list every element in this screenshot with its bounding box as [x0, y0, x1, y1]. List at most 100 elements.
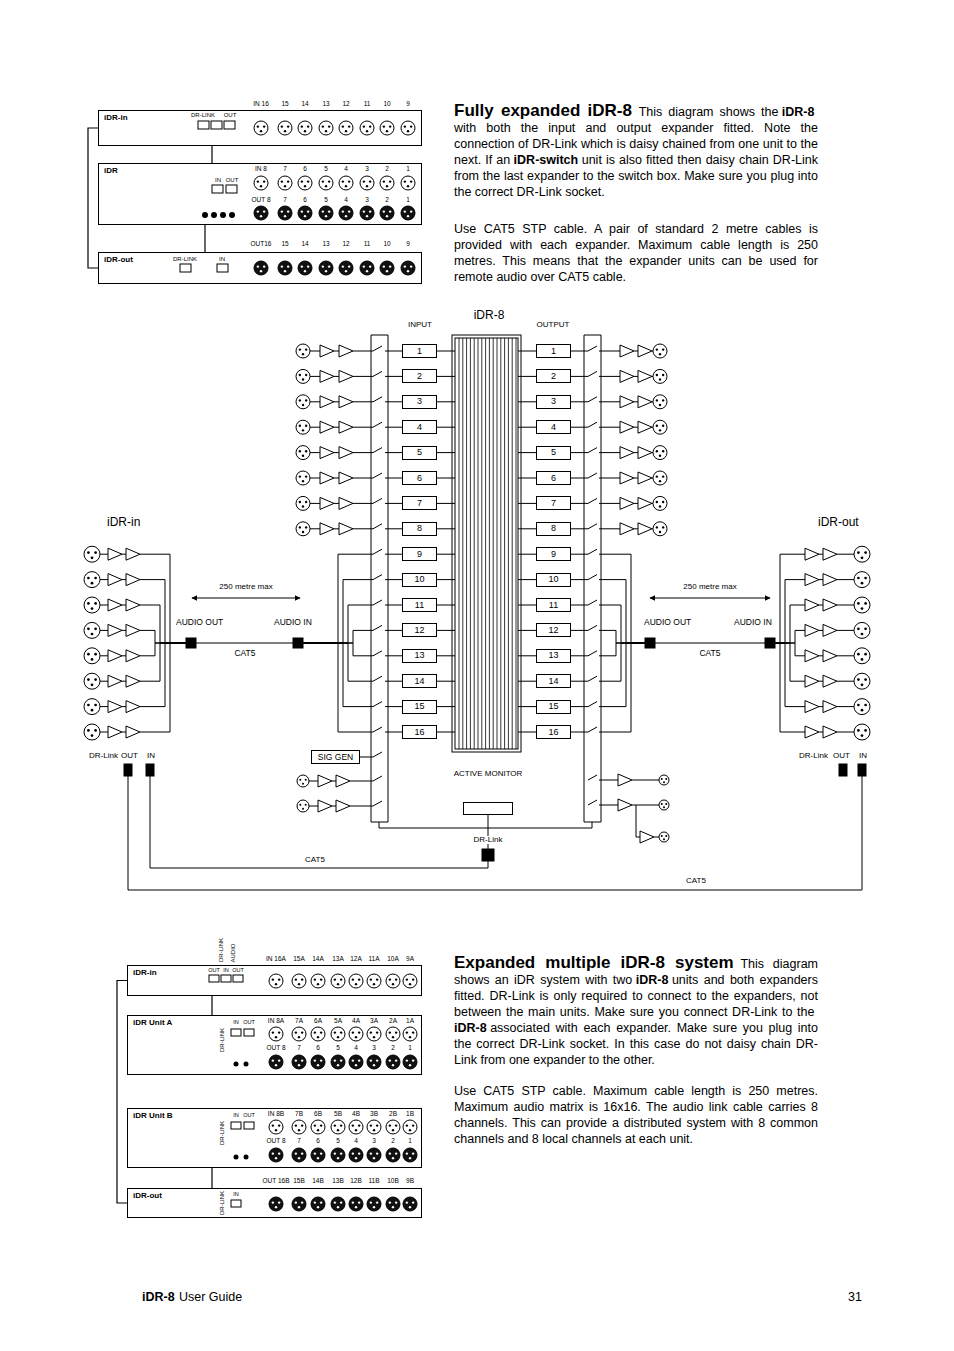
xlr-pin — [304, 215, 306, 217]
wire — [819, 732, 823, 733]
xlr-pin — [342, 265, 344, 267]
channel-number: 5A — [334, 1018, 342, 1025]
channel-number: OUT16 — [251, 241, 272, 248]
xlr-pin — [340, 1124, 342, 1126]
socket — [212, 185, 223, 193]
xlr-pin — [662, 450, 664, 452]
xlr-pin — [275, 983, 277, 985]
xlr-pin — [301, 265, 303, 267]
channel-number: 7 — [283, 166, 287, 173]
xlr-pin — [358, 1152, 360, 1154]
socket — [645, 638, 655, 648]
channel-box: 14 — [402, 674, 437, 688]
xlr-pin — [320, 1201, 322, 1203]
label: AUDIO OUT — [176, 618, 223, 627]
xlr-pin — [94, 678, 97, 681]
xlr-pin — [861, 683, 864, 686]
wire — [385, 554, 402, 555]
channel-box: 16 — [402, 725, 437, 739]
node-label: 8 — [551, 524, 556, 533]
xlr-pin — [298, 1129, 300, 1131]
switch — [588, 422, 597, 427]
switch — [588, 397, 597, 402]
amplifier-triangle — [638, 396, 652, 408]
xlr-pin — [301, 1201, 303, 1203]
node-label: 6 — [417, 474, 422, 483]
channel-box: 16 — [536, 725, 571, 739]
xlr-pin — [864, 653, 867, 656]
channel-number: 4 — [344, 197, 348, 204]
xlr-pin — [656, 348, 658, 350]
wire — [775, 630, 805, 643]
rack-unit: iDR-in — [98, 110, 422, 146]
channel-number: 4B — [352, 1111, 360, 1118]
amplifier-triangle — [126, 726, 140, 738]
matrix-line — [470, 338, 471, 749]
xlr-pin — [857, 577, 860, 580]
node-label: iDR Unit A — [133, 1019, 172, 1027]
wire — [353, 503, 373, 504]
xlr-pin — [334, 1059, 336, 1061]
matrix-output — [518, 706, 536, 707]
body-text: iDR-8 — [782, 105, 815, 119]
xlr-pin — [383, 265, 385, 267]
channel-number: OUT 16B — [263, 1178, 290, 1185]
wire — [100, 605, 108, 606]
xlr-pin — [395, 978, 397, 980]
xlr-socket — [854, 546, 870, 562]
footer-text: User Guide — [179, 1291, 242, 1304]
xlr-pin — [94, 704, 97, 707]
xlr-pin — [278, 978, 280, 980]
node-label: 9 — [551, 550, 556, 559]
label: IN — [147, 752, 155, 760]
xlr-pin — [366, 185, 368, 187]
xlr-socket — [854, 673, 870, 689]
wire — [385, 681, 402, 682]
channel-number: OUT 8 — [266, 1138, 285, 1145]
xlr-pin — [383, 125, 385, 127]
matrix-input — [437, 351, 455, 352]
xlr-pin — [363, 180, 365, 182]
label: DR-LINK — [219, 1028, 225, 1052]
xlr-pin — [352, 1201, 354, 1203]
wire — [385, 605, 402, 606]
xlr-socket — [653, 446, 667, 460]
monitor-bus — [379, 822, 592, 828]
xlr-pin — [317, 1064, 319, 1066]
xlr-pin — [284, 215, 286, 217]
xlr-pin — [299, 501, 301, 503]
channel-box: 6 — [536, 471, 571, 485]
wire — [385, 452, 402, 453]
amplifier-triangle — [620, 370, 634, 382]
xlr-pin — [348, 210, 350, 212]
wire — [819, 554, 823, 555]
channel-number: 5 — [336, 1138, 340, 1145]
label: OUT — [833, 752, 850, 760]
wire — [385, 401, 402, 402]
xlr-pin — [87, 602, 90, 605]
xlr-socket — [360, 261, 374, 275]
wire — [353, 427, 373, 428]
xlr-pin — [340, 1152, 342, 1154]
xlr-socket — [653, 471, 667, 485]
socket — [231, 1029, 241, 1036]
node-label: iDR-out — [133, 1192, 162, 1200]
cat5-cable — [655, 643, 765, 644]
xlr-pin — [295, 1031, 297, 1033]
xlr-socket — [339, 261, 353, 275]
xlr-pin — [295, 1201, 297, 1203]
jack-socket — [229, 212, 235, 218]
channel-box: 5 — [536, 446, 571, 460]
label: OUT — [224, 112, 237, 118]
node-label: 16 — [414, 728, 424, 737]
xlr-pin — [376, 1124, 378, 1126]
wire — [634, 376, 638, 377]
matrix-output — [518, 681, 536, 682]
socket — [221, 975, 231, 982]
xlr-pin — [659, 378, 661, 380]
xlr-pin — [272, 978, 274, 980]
wire — [775, 554, 805, 643]
socket — [858, 764, 866, 776]
xlr-pin — [295, 1059, 297, 1061]
